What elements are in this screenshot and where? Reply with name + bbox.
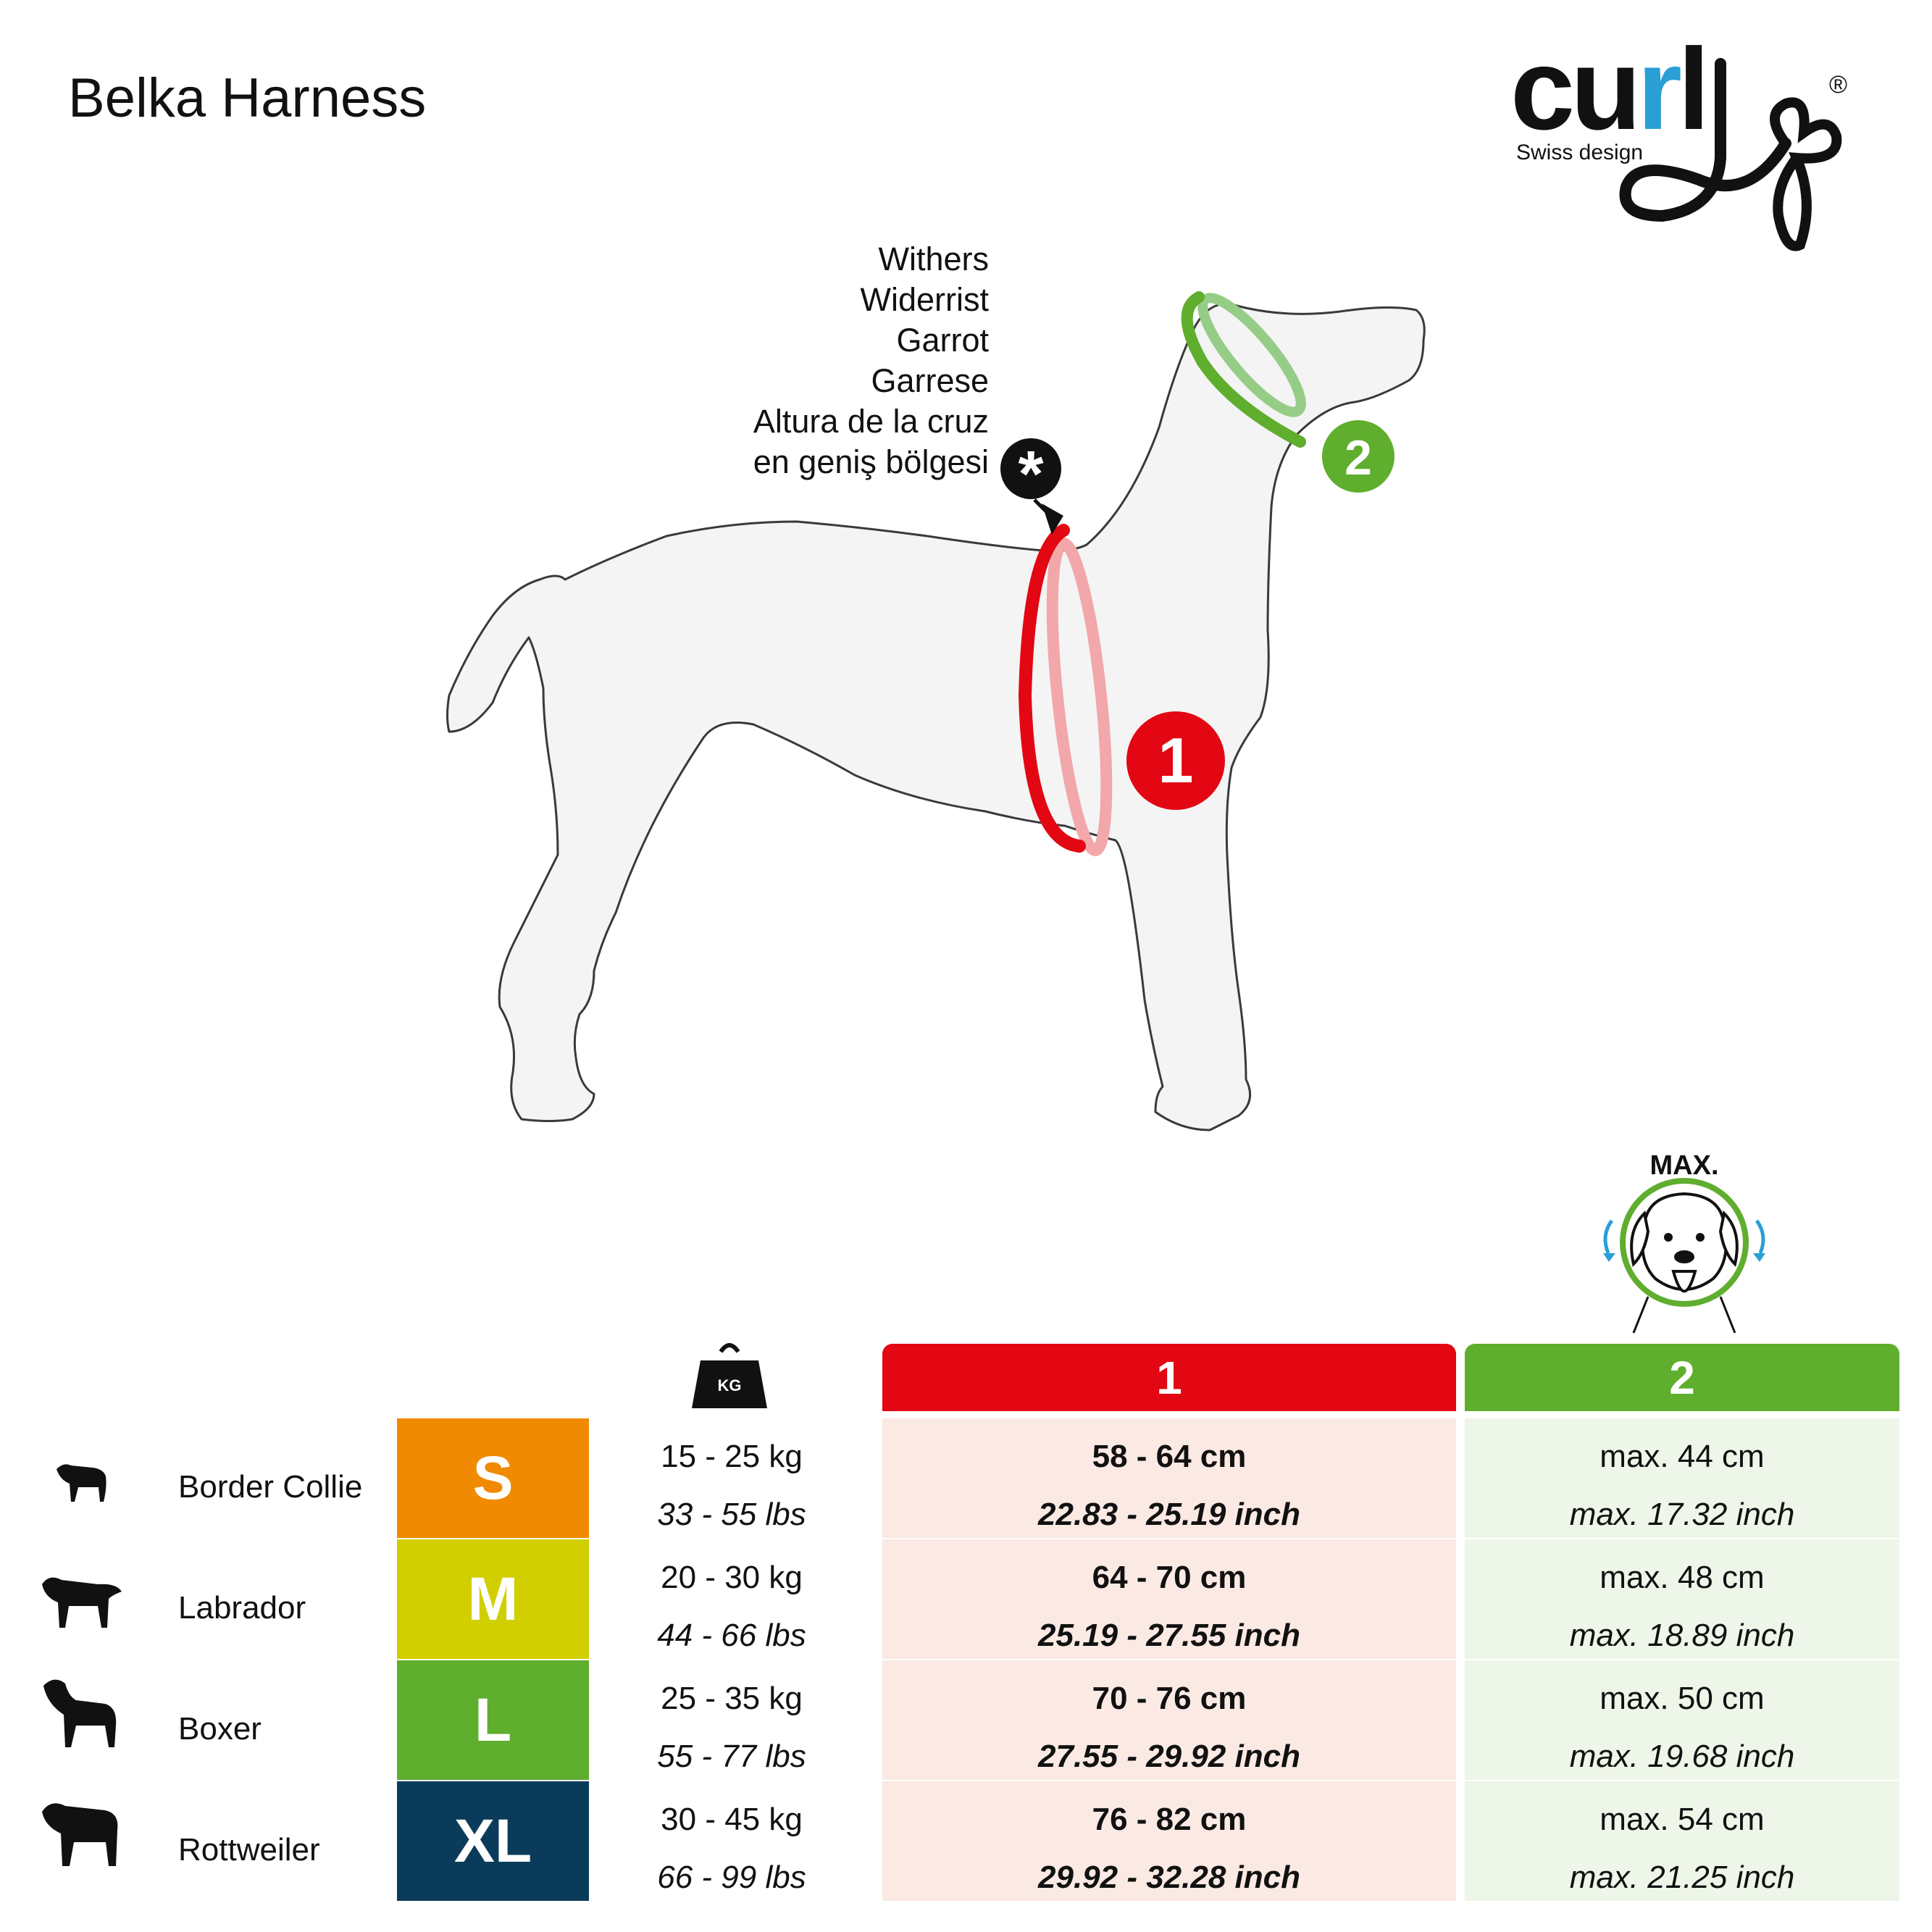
size-badge: XL: [397, 1781, 589, 1901]
marker-1-label: 1: [1158, 724, 1194, 796]
withers-label-fr: Garrot: [896, 322, 989, 359]
measurement-2-cell: max. 44 cm max. 17.32 inch: [1465, 1418, 1899, 1538]
measurement-2-header: 2: [1465, 1344, 1899, 1411]
withers-arrow-head: [1042, 503, 1063, 535]
withers-labels: Withers Widerrist Garrot Garrese Altura …: [753, 239, 989, 482]
size-badge: S: [397, 1418, 589, 1538]
logo-wordmark: curl: [1510, 35, 1705, 154]
curli-logo: curl Swiss design ®: [1510, 35, 1847, 251]
weight-kg: 20 - 30 kg: [661, 1560, 803, 1595]
measurement-1-cell: 70 - 76 cm 27.55 - 29.92 inch: [882, 1660, 1456, 1780]
size-badge: L: [397, 1660, 589, 1780]
neck-measurement-ring-back: [1197, 293, 1306, 417]
size-row: Rottweiler XL 30 - 45 kg 66 - 99 lbs 76 …: [0, 1781, 1932, 1901]
breed-name: Border Collie: [178, 1469, 363, 1505]
weight-lbs: 44 - 66 lbs: [657, 1618, 806, 1653]
logo-tagline: Swiss design: [1516, 141, 1643, 164]
weight-kg: 30 - 45 kg: [661, 1802, 803, 1837]
weight-kg: 15 - 25 kg: [661, 1439, 803, 1474]
dog-measurement-diagram: 1 2 *: [446, 291, 1426, 1132]
measurement-2-inch: max. 18.89 inch: [1569, 1618, 1795, 1653]
registered-mark: ®: [1829, 71, 1847, 99]
chest-measurement-ring-front: [1018, 524, 1086, 853]
marker-2-badge: [1322, 420, 1394, 493]
withers-label-it: Garrese: [871, 362, 989, 399]
withers-asterisk: *: [1018, 438, 1043, 511]
withers-marker-badge: [1000, 438, 1061, 499]
border-collie-icon: [57, 1464, 106, 1502]
measurement-2-cell: max. 50 cm max. 19.68 inch: [1465, 1660, 1899, 1780]
measurement-1-cm: 76 - 82 cm: [1092, 1802, 1247, 1837]
measurement-1-cm: 64 - 70 cm: [1092, 1560, 1247, 1595]
measurement-1-header: 1: [882, 1344, 1456, 1411]
marker-2-label: 2: [1345, 430, 1372, 485]
rottweiler-icon: [42, 1803, 118, 1866]
breed-name: Rottweiler: [178, 1832, 320, 1868]
weight-lbs: 55 - 77 lbs: [657, 1739, 806, 1774]
weight-lbs: 66 - 99 lbs: [657, 1860, 806, 1895]
weight-lbs: 33 - 55 lbs: [657, 1497, 806, 1532]
page-title: Belka Harness: [68, 67, 427, 129]
breed-name: Boxer: [178, 1711, 262, 1747]
neck-measurement-ring-front: [1181, 291, 1306, 448]
measurement-2-cm: max. 44 cm: [1599, 1439, 1765, 1474]
size-badge: M: [397, 1539, 589, 1659]
measurement-1-cell: 58 - 64 cm 22.83 - 25.19 inch: [882, 1418, 1456, 1538]
weight-icon-label: KG: [718, 1376, 742, 1394]
measurement-1-inch: 29.92 - 32.28 inch: [1038, 1860, 1300, 1895]
measurement-1-cell: 64 - 70 cm 25.19 - 27.55 inch: [882, 1539, 1456, 1659]
measurement-2-inch: max. 17.32 inch: [1569, 1497, 1795, 1532]
marker-1-badge: [1126, 711, 1225, 810]
measurement-1-cm: 58 - 64 cm: [1092, 1439, 1247, 1474]
boxer-icon: [43, 1679, 117, 1747]
measurement-1-inch: 25.19 - 27.55 inch: [1038, 1618, 1300, 1653]
withers-label-tr: en geniş bölgesi: [753, 443, 989, 480]
measurement-2-cm: max. 54 cm: [1599, 1802, 1765, 1837]
measurement-2-cm: max. 50 cm: [1599, 1681, 1765, 1716]
measurement-2-inch: max. 19.68 inch: [1569, 1739, 1795, 1774]
measurement-2-cm: max. 48 cm: [1599, 1560, 1765, 1595]
measurement-2-cell: max. 54 cm max. 21.25 inch: [1465, 1781, 1899, 1901]
max-head-icon: [1603, 1178, 1765, 1334]
measurement-1-inch: 22.83 - 25.19 inch: [1038, 1497, 1300, 1532]
withers-label-es: Altura de la cruz: [753, 403, 989, 440]
measurement-2-cell: max. 48 cm max. 18.89 inch: [1465, 1539, 1899, 1659]
measurement-1-cm: 70 - 76 cm: [1092, 1681, 1247, 1716]
weight-kg-icon: KG: [692, 1343, 767, 1408]
max-label: MAX.: [1649, 1150, 1719, 1181]
withers-label-en: Withers: [878, 241, 989, 277]
measurement-2-inch: max. 21.25 inch: [1569, 1860, 1795, 1895]
size-row: Labrador M 20 - 30 kg 44 - 66 lbs 64 - 7…: [0, 1539, 1932, 1659]
withers-label-de: Widerrist: [860, 281, 990, 318]
size-row: Boxer L 25 - 35 kg 55 - 77 lbs 70 - 76 c…: [0, 1660, 1932, 1780]
chest-measurement-ring-back: [1046, 538, 1113, 856]
measurement-1-cell: 76 - 82 cm 29.92 - 32.28 inch: [882, 1781, 1456, 1901]
breed-name: Labrador: [178, 1590, 306, 1626]
size-row: Border Collie S 15 - 25 kg 33 - 55 lbs 5…: [0, 1418, 1932, 1538]
weight-kg: 25 - 35 kg: [661, 1681, 803, 1716]
labrador-icon: [42, 1577, 122, 1628]
measurement-1-inch: 27.55 - 29.92 inch: [1038, 1739, 1300, 1774]
